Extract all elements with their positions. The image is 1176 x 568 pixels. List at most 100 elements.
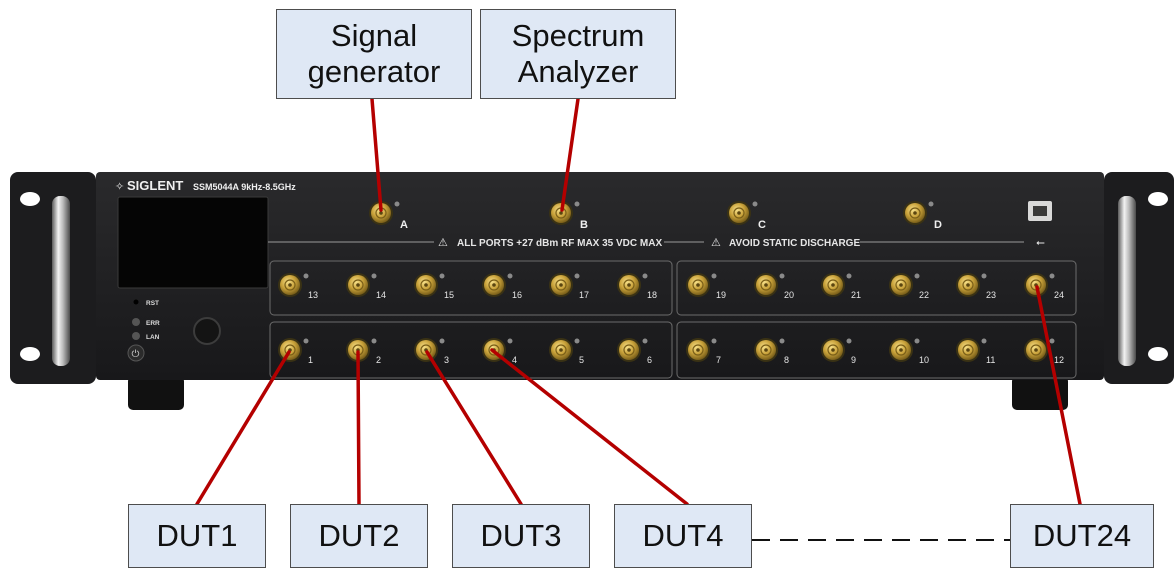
port-13	[278, 273, 309, 297]
port-label-20: 20	[784, 290, 794, 300]
indicator-label-rst: RST	[146, 300, 159, 307]
port-group-lower-right	[676, 321, 1077, 379]
front-panel	[96, 172, 1104, 380]
usb-icon: ⭠	[1036, 237, 1045, 249]
port-label-8: 8	[784, 355, 789, 365]
port-label-d: D	[934, 219, 942, 231]
spectrum-analyzer-link	[560, 97, 580, 212]
port-21	[821, 273, 852, 297]
dut2-box: DUT2	[290, 504, 428, 568]
dut1-box: DUT1	[128, 504, 266, 568]
port-11	[956, 338, 987, 362]
port-7	[686, 338, 717, 362]
indicator-led-rst	[133, 299, 139, 305]
siglent-logo-icon: ✧	[115, 181, 124, 193]
port-22	[889, 273, 920, 297]
port-label-22: 22	[919, 290, 929, 300]
left-handle	[52, 196, 70, 366]
connection-lines	[195, 97, 1082, 506]
port-label-23: 23	[986, 290, 996, 300]
port-10	[889, 338, 920, 362]
port-12	[1024, 338, 1055, 362]
port-label-5: 5	[579, 355, 584, 365]
port-c	[727, 201, 758, 225]
left-ear-hole-top	[20, 192, 40, 206]
port-label-9: 9	[851, 355, 856, 365]
dut1-link	[195, 350, 291, 506]
port-17	[549, 273, 580, 297]
static-warning-icon: ⚠	[711, 237, 721, 249]
port-16	[482, 273, 513, 297]
port-a	[369, 201, 400, 225]
port-20	[754, 273, 785, 297]
dut24-box: DUT24	[1010, 504, 1154, 568]
port-6	[617, 338, 648, 362]
port-label-16: 16	[512, 290, 522, 300]
dut3-box: DUT3	[452, 504, 590, 568]
port-15	[414, 273, 445, 297]
port-2	[346, 338, 377, 362]
port-label-1: 1	[308, 355, 313, 365]
port-group-upper-right	[676, 260, 1077, 316]
port-label-6: 6	[647, 355, 652, 365]
left-ear-hole-bottom	[20, 347, 40, 361]
port-18	[617, 273, 648, 297]
warning-triangle-icon: ⚠	[438, 237, 448, 249]
port-label-14: 14	[376, 290, 386, 300]
signal-generator-box: Signal generator	[276, 9, 472, 99]
port-label-21: 21	[851, 290, 861, 300]
port-23	[956, 273, 987, 297]
indicator-led-lan	[132, 332, 140, 340]
warning-label: ALL PORTS +27 dBm RF MAX 35 VDC MAX	[457, 238, 662, 249]
port-5	[549, 338, 580, 362]
port-label-13: 13	[308, 290, 318, 300]
port-3	[414, 338, 445, 362]
port-19	[686, 273, 717, 297]
port-group-upper-left	[269, 260, 673, 316]
power-button-icon	[127, 344, 145, 362]
indicator-label-lan: LAN	[146, 334, 160, 341]
port-label-a: A	[400, 219, 408, 231]
static-label: AVOID STATIC DISCHARGE	[729, 238, 860, 249]
dut24-link	[1035, 285, 1082, 506]
port-label-c: C	[758, 219, 766, 231]
port-label-2: 2	[376, 355, 381, 365]
right-ear-hole-top	[1148, 192, 1168, 206]
port-label-17: 17	[579, 290, 589, 300]
port-label-7: 7	[716, 355, 721, 365]
port-label-11: 11	[986, 355, 995, 365]
port-label-19: 19	[716, 290, 726, 300]
port-label-3: 3	[444, 355, 449, 365]
port-label-15: 15	[444, 290, 454, 300]
lcd-screen	[117, 196, 269, 289]
dut4-link	[490, 348, 689, 506]
dut2-link	[356, 350, 361, 506]
port-9	[821, 338, 852, 362]
right-foot	[1012, 376, 1068, 410]
port-b	[549, 201, 580, 225]
port-label-10: 10	[919, 355, 929, 365]
rotary-knob	[193, 317, 221, 345]
port-group-lower-left	[269, 321, 673, 379]
right-ear-hole-bottom	[1148, 347, 1168, 361]
port-1	[278, 338, 309, 362]
port-label-b: B	[580, 219, 588, 231]
indicator-group: RST ERR LAN	[132, 299, 160, 341]
dut3-link	[425, 350, 523, 506]
port-8	[754, 338, 785, 362]
dut4-box: DUT4	[614, 504, 752, 568]
port-label-24: 24	[1054, 290, 1064, 300]
power-symbol-icon: ⏻	[132, 349, 140, 360]
port-label-4: 4	[512, 355, 517, 365]
indicator-label-err: ERR	[146, 320, 160, 327]
indicator-led-err	[132, 318, 140, 326]
port-label-12: 12	[1054, 355, 1064, 365]
port-label-18: 18	[647, 290, 657, 300]
top-ports: A B C D	[369, 201, 942, 231]
upper-row-ports: 13 14 15 16 17 18 19 20 21 22 23 24	[278, 273, 1064, 300]
port-d	[903, 201, 934, 225]
model-label: SSM5044A 9kHz-8.5GHz	[193, 182, 296, 192]
brand-label: SIGLENT	[127, 178, 183, 193]
port-14	[346, 273, 377, 297]
